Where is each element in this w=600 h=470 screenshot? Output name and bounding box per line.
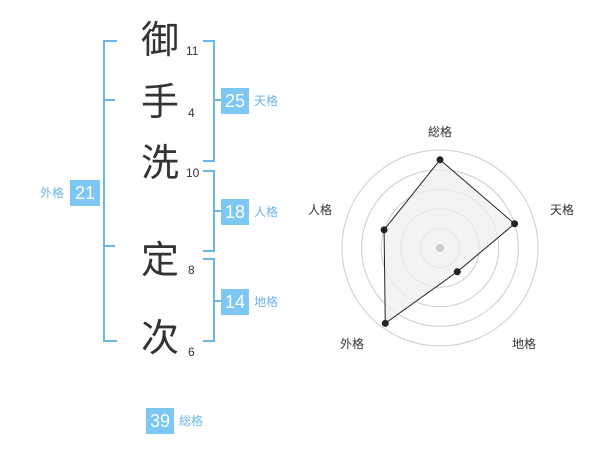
name-char-4: 定 <box>140 238 179 282</box>
radar-polygon <box>383 159 516 325</box>
gaikaku-badge: 21 <box>70 180 100 206</box>
gaikaku-tick-1 <box>103 99 115 101</box>
stroke-count-4: 8 <box>188 263 195 277</box>
gaikaku-tick-2 <box>103 245 115 247</box>
radar-point-3 <box>453 268 461 276</box>
gaikaku-label: 外格 <box>40 186 65 200</box>
tenkaku-label: 天格 <box>254 94 279 108</box>
name-char-3: 洗 <box>140 141 179 185</box>
stroke-count-3: 10 <box>186 166 200 180</box>
gaikaku-bracket <box>103 40 117 342</box>
stroke-count-5: 6 <box>188 345 195 359</box>
name-char-2: 手 <box>140 80 179 124</box>
tenkaku-tick <box>213 99 221 101</box>
jinkaku-tick <box>213 210 221 212</box>
stroke-count-1: 11 <box>186 44 199 58</box>
radar-point-5 <box>380 226 388 234</box>
chikaku-badge: 14 <box>221 289 249 315</box>
radar-point-4 <box>381 319 389 327</box>
radar-label-chikaku: 地格 <box>512 337 537 351</box>
name-char-5: 次 <box>140 316 179 360</box>
chikaku-tick <box>213 300 221 302</box>
tenkaku-bracket <box>203 40 215 162</box>
stroke-count-2: 4 <box>188 106 195 120</box>
radar-label-tenkaku: 天格 <box>550 203 575 217</box>
radar-label-soukaku: 総格 <box>428 125 453 139</box>
radar-point-1 <box>436 156 444 164</box>
chikaku-label: 地格 <box>254 295 279 309</box>
soukaku-label: 総格 <box>179 414 204 428</box>
jinkaku-badge: 18 <box>221 199 249 225</box>
tenkaku-badge: 25 <box>221 88 249 114</box>
name-char-1: 御 <box>140 18 179 62</box>
radar-label-gaikaku: 外格 <box>340 337 365 351</box>
radar-point-2 <box>511 220 519 228</box>
radar-label-jinkaku: 人格 <box>308 203 333 217</box>
soukaku-badge: 39 <box>146 408 174 434</box>
jinkaku-label: 人格 <box>254 205 279 219</box>
radar-center <box>436 244 444 252</box>
